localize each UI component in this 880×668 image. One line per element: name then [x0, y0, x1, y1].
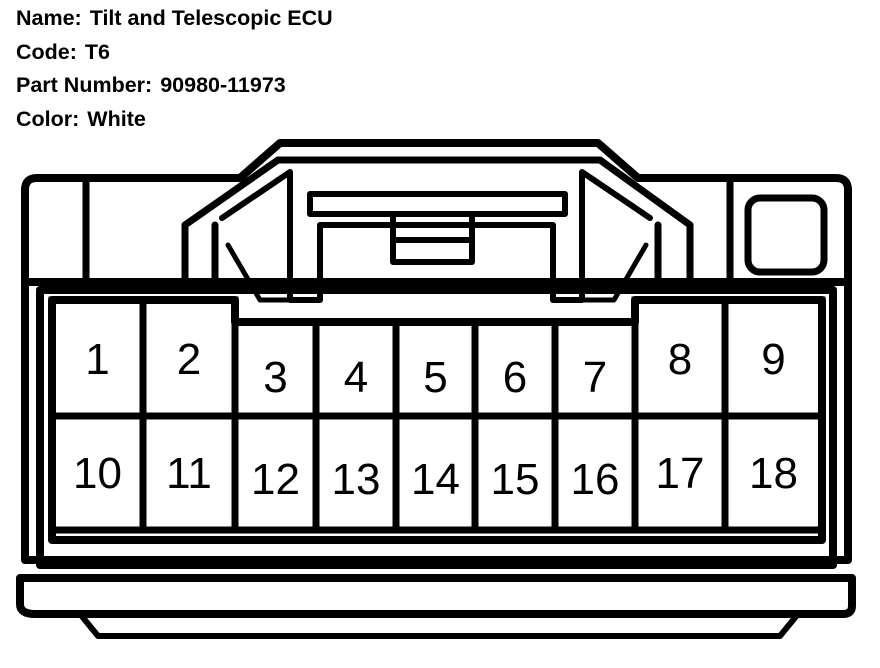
connector-housing-outer: [21, 139, 852, 564]
pin-1-label: 1: [85, 335, 109, 384]
pin-4-label: 4: [344, 353, 368, 402]
lock-latch: [390, 211, 475, 265]
pin-16-label: 16: [571, 455, 620, 504]
pin-9-label: 9: [761, 335, 785, 384]
part-number-label: Part Number:: [16, 73, 153, 97]
pin-2-label: 2: [177, 335, 201, 384]
pin-18-label: 18: [749, 449, 798, 498]
pin-10-label: 10: [73, 449, 122, 498]
lock-frame-outer: [181, 156, 694, 229]
color-label: Color:: [16, 106, 80, 131]
cavity-frame-inner: [48, 296, 826, 544]
pin-cavity-bottom: [721, 412, 826, 534]
lock-slope-left: [225, 242, 293, 303]
pin-7-label: 7: [583, 353, 607, 402]
part-number-row: Part Number: 90980-11973: [16, 71, 333, 105]
connector-info: Name: Tilt and Telescopic ECU Code: T6 Par…: [16, 4, 333, 138]
code-row: Code: T6: [16, 38, 333, 72]
pin-number-labels: 1 2 3 4 5 6 7 8 9 10 11 12 13 14 15 16 1…: [73, 335, 798, 504]
pin-12-label: 12: [251, 455, 300, 504]
lock-bar: [307, 191, 568, 217]
connector-bottom-lip: [77, 611, 801, 639]
pin-cavities: [48, 296, 826, 534]
name-label: Name:: [16, 6, 82, 30]
lock-frame-left-leg: [181, 221, 219, 290]
name-value: Tilt and Telescopic ECU: [89, 6, 333, 30]
pin-17-label: 17: [656, 449, 705, 498]
pin-14-label: 14: [411, 455, 460, 504]
connector-bottom-flange: [16, 574, 856, 618]
code-label: Code:: [16, 39, 77, 64]
code-value: T6: [84, 39, 111, 64]
right-lock-window: [744, 194, 828, 276]
pin-5-label: 5: [423, 353, 447, 402]
pin-11-label: 11: [166, 449, 212, 498]
cavity-frame-outer: [36, 286, 837, 569]
lock-slope-right: [579, 242, 649, 303]
name-row: Name: Tilt and Telescopic ECU: [16, 4, 333, 38]
pin-8-label: 8: [668, 335, 692, 384]
pin-13-label: 13: [332, 455, 381, 504]
pin-6-label: 6: [503, 353, 527, 402]
part-number-value: 90980-11973: [160, 73, 286, 97]
lock-frame-right-leg: [654, 221, 694, 290]
pin-15-label: 15: [491, 455, 540, 504]
color-row: Color: White: [16, 105, 333, 139]
pin-3-label: 3: [263, 353, 287, 402]
lock-frame-inner: [219, 169, 653, 303]
color-value: White: [87, 106, 146, 131]
